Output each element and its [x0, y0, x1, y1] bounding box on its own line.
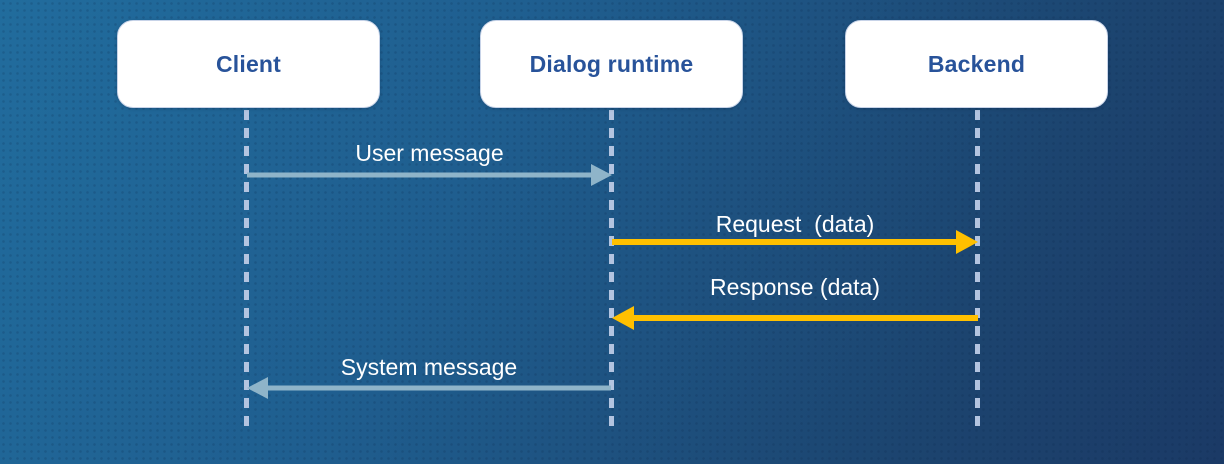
- message-label-response-data: Response (data): [709, 274, 881, 300]
- message-label-system-message: System message: [340, 354, 518, 380]
- message-arrow-system-message: [247, 376, 611, 400]
- message-label-request-data: Request (data): [715, 211, 875, 237]
- actor-box-dialog-runtime: Dialog runtime: [480, 20, 743, 108]
- actor-box-backend: Backend: [845, 20, 1108, 108]
- arrow-head-left-icon: [612, 306, 634, 330]
- arrow-line: [632, 315, 978, 321]
- actor-box-client: Client: [117, 20, 380, 108]
- lifeline-client: [244, 110, 249, 430]
- arrow-line: [247, 172, 593, 178]
- arrow-head-right-icon: [956, 230, 978, 254]
- message-arrow-request-data: [612, 230, 978, 254]
- actor-label-client: Client: [215, 50, 282, 77]
- arrow-head-left-icon: [247, 377, 268, 399]
- message-arrow-user-message: [247, 163, 612, 187]
- lifeline-dialog-runtime: [609, 110, 614, 430]
- message-label-user-message: User message: [355, 140, 504, 166]
- lifeline-backend: [975, 110, 980, 430]
- arrow-head-right-icon: [591, 164, 612, 186]
- actor-label-dialog-runtime: Dialog runtime: [529, 50, 694, 77]
- arrow-line: [266, 385, 611, 391]
- actor-label-backend: Backend: [927, 50, 1026, 77]
- message-arrow-response-data: [612, 306, 978, 330]
- arrow-line: [612, 239, 958, 245]
